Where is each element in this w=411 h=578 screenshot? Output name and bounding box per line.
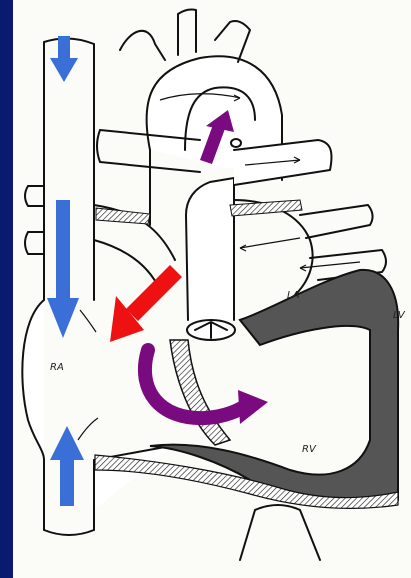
label-ra: RA [50,362,64,373]
svc-inflow-arrow [47,200,79,338]
left-common-carotid [178,10,196,56]
interventricular-septum [170,340,230,445]
label-rv: RV [302,444,317,455]
right-pulmonary-veins [25,186,44,254]
descending-aorta [240,505,320,560]
brachiocephalic-trunk [120,31,165,60]
label-lv: LV [393,310,406,321]
ra-shunt-arrow [110,265,182,342]
rv-outflow-arrow [145,350,268,424]
pulmonary-hatched-band [230,200,302,216]
left-pulmonary-veins [300,205,386,280]
pulmonary-trunk [186,178,234,320]
label-la: LA [287,290,300,301]
svc-hatched-band [96,208,150,224]
